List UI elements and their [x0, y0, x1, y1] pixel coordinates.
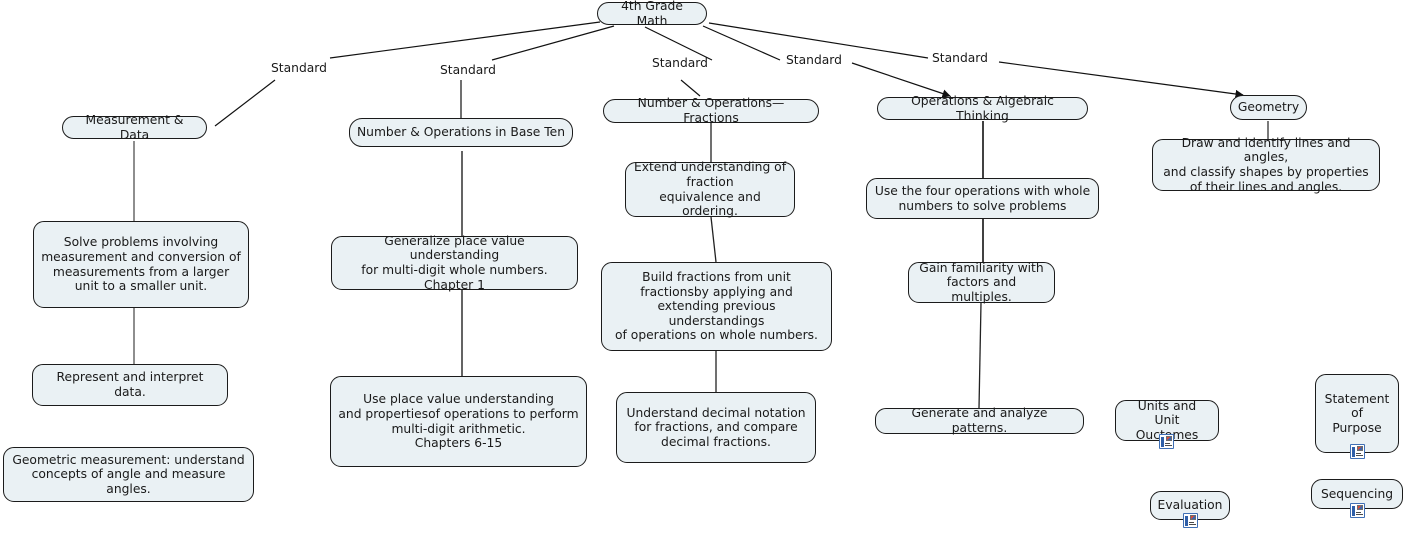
node-label: 4th Grade Math	[621, 0, 683, 28]
resource-document-icon[interactable]	[1350, 503, 1365, 518]
node-use-place-value[interactable]: Use place value understanding and proper…	[330, 376, 587, 467]
edge-root-to-measurement-data-2	[214, 79, 276, 127]
node-label: Geometry	[1237, 100, 1300, 115]
node-label: Understand decimal notation for fraction…	[626, 405, 806, 449]
node-label: Sequencing	[1320, 486, 1394, 501]
node-geometric-measurement[interactable]: Geometric measurement: understand concep…	[3, 447, 254, 502]
node-standard-base-ten[interactable]: Number & Operations in Base Ten	[349, 118, 573, 147]
resource-document-icon[interactable]	[1183, 513, 1198, 528]
node-solve-problems-measurement[interactable]: Solve problems involving measurement and…	[33, 221, 249, 308]
node-label: Use the four operations with whole numbe…	[874, 183, 1091, 213]
node-standard-fractions[interactable]: Number & Operations—Fractions	[603, 96, 819, 125]
node-label: Solve problems involving measurement and…	[41, 235, 241, 294]
edge-extend-to-build	[710, 216, 717, 263]
node-label: Gain familiarity with factors and multip…	[919, 260, 1044, 304]
edge-root-to-geometry-2	[998, 61, 1244, 99]
node-generalize-place-value[interactable]: Generalize place value understanding for…	[331, 233, 578, 292]
node-build-fractions[interactable]: Build fractions from unit fractionsby ap…	[601, 262, 832, 351]
node-standard-algebraic-thinking[interactable]: Operations & Algebraic Thinking	[877, 93, 1088, 123]
node-label: Build fractions from unit fractionsby ap…	[615, 270, 818, 343]
node-label: Statement of Purpose	[1324, 391, 1390, 435]
edge-root-to-algebraic	[702, 25, 781, 61]
edge-root-to-fractions-2	[680, 79, 701, 97]
edge-label-standard-3: Standard	[652, 56, 708, 70]
edge-label-standard-4: Standard	[786, 53, 842, 67]
resource-document-icon[interactable]	[1159, 434, 1174, 449]
edge-gain-to-generate	[978, 302, 982, 409]
node-label: Measurement & Data	[85, 112, 184, 142]
node-understand-decimal-notation[interactable]: Understand decimal notation for fraction…	[616, 392, 816, 463]
node-use-four-operations[interactable]: Use the four operations with whole numbe…	[866, 178, 1099, 219]
edge-label-standard-2: Standard	[440, 63, 496, 77]
node-standard-geometry[interactable]: Geometry	[1230, 95, 1307, 120]
node-label: Geometric measurement: understand concep…	[12, 452, 245, 496]
node-label: Represent and interpret data.	[56, 370, 204, 399]
edge-root-to-measurement-data	[329, 21, 601, 59]
node-resource-statement-of-purpose[interactable]: Statement of Purpose	[1315, 374, 1399, 453]
node-label: Number & Operations—Fractions	[637, 96, 785, 125]
node-resource-evaluation[interactable]: Evaluation	[1150, 491, 1230, 520]
node-label: Extend understanding of fraction equival…	[633, 160, 787, 219]
node-label: Draw and identify lines and angles, and …	[1163, 135, 1369, 194]
node-label: Use place value understanding and proper…	[338, 392, 579, 451]
node-gain-familiarity-factors[interactable]: Gain familiarity with factors and multip…	[908, 260, 1055, 304]
resource-document-icon[interactable]	[1350, 444, 1365, 459]
edge-root-to-base-ten	[491, 25, 615, 61]
node-label: Number & Operations in Base Ten	[356, 125, 566, 140]
edge-label-standard-5: Standard	[932, 51, 988, 65]
node-label: Evaluation	[1157, 498, 1223, 513]
node-generate-analyze-patterns[interactable]: Generate and analyze patterns.	[875, 406, 1084, 435]
node-label: Generate and analyze patterns.	[911, 406, 1048, 435]
node-represent-interpret-data[interactable]: Represent and interpret data.	[32, 364, 228, 406]
node-standard-measurement-data[interactable]: Measurement & Data	[62, 112, 207, 142]
node-draw-identify-lines-angles[interactable]: Draw and identify lines and angles, and …	[1152, 135, 1380, 194]
node-root-4th-grade-math[interactable]: 4th Grade Math	[597, 0, 707, 28]
node-label: Generalize place value understanding for…	[361, 233, 548, 292]
edge-label-standard-1: Standard	[271, 61, 327, 75]
node-label: Operations & Algebraic Thinking	[911, 93, 1054, 123]
edge-root-to-algebraic-2	[851, 62, 951, 98]
node-extend-understanding-fraction[interactable]: Extend understanding of fraction equival…	[625, 160, 795, 219]
